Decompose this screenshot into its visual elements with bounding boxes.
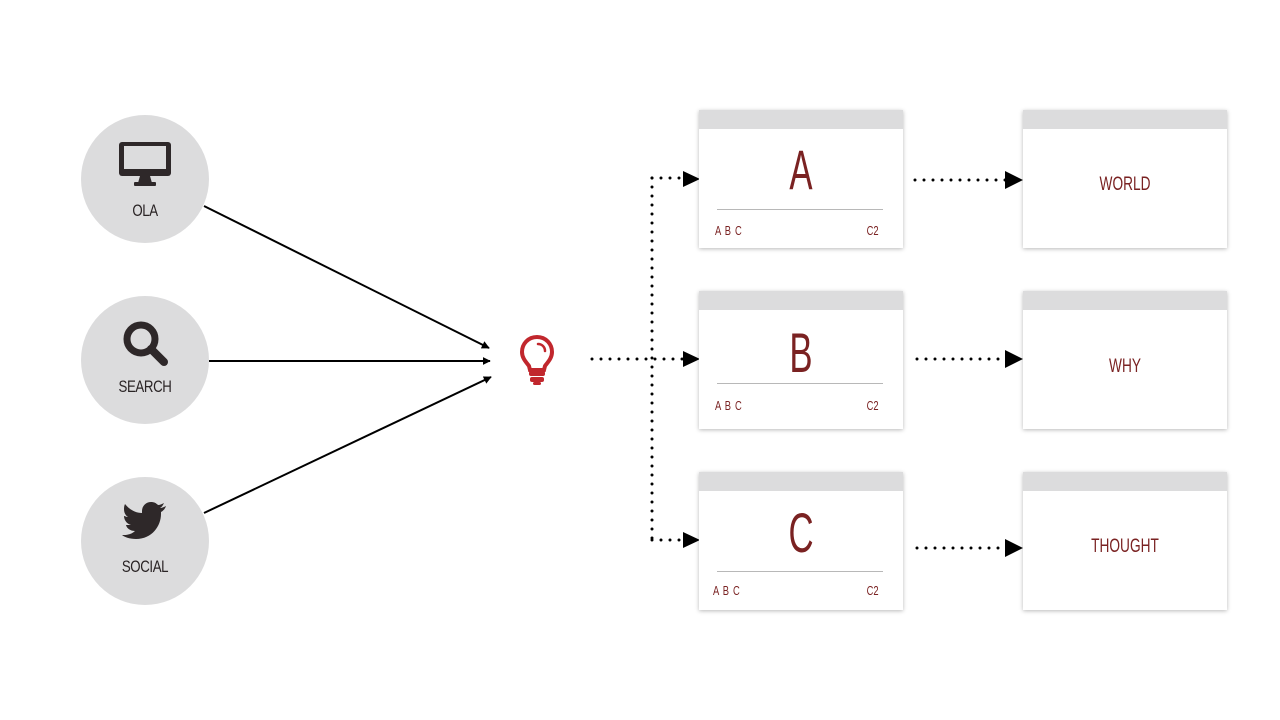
card-divider [717,383,883,384]
card-meta-right: C2 [867,583,879,598]
result-label-thought: THOUGHT [1091,536,1159,557]
card-divider [717,209,883,210]
card-topbar [1023,472,1227,491]
card-topbar [699,291,903,310]
card-topbar [699,110,903,129]
arrowhead-card-b [683,351,700,367]
card-letter: C [788,501,814,564]
arrowhead-result-world [1005,171,1023,189]
result-label-why: WHY [1109,356,1141,377]
card-meta-left: A B C [715,398,743,413]
source-search: SEARCH [81,296,209,424]
result-label-world: WORLD [1099,174,1151,195]
arrowhead-result-thought [1005,539,1023,557]
arrowhead-result-why [1005,350,1023,368]
result-why: WHY [1023,291,1227,429]
card-meta-left: A B C [713,583,741,598]
result-thought: THOUGHT [1023,472,1227,610]
arrowhead-card-a [683,171,700,187]
card-b: B A B C C2 [699,291,903,429]
source-social: SOCIAL [81,477,209,605]
monitor-icon [119,142,171,186]
source-label-ola: OLA [132,201,158,220]
card-c: C A B C C2 [699,472,903,610]
bird-icon [122,502,166,539]
card-letter: B [789,321,813,384]
card-meta-right: C2 [867,223,879,238]
card-topbar [699,472,903,491]
source-label-social: SOCIAL [121,557,169,576]
result-world: WORLD [1023,110,1227,248]
lightbulb-icon [519,334,555,385]
card-divider [717,571,883,572]
arrowhead-card-c [683,532,700,548]
arrow-social-to-hub [203,376,492,514]
card-letter: A [789,138,813,201]
source-ola: OLA [81,115,209,243]
magnifier-icon [123,321,168,366]
card-meta-left: A B C [715,223,743,238]
arrow-ola-to-hub [203,205,490,349]
card-topbar [1023,110,1227,129]
card-a: A A B C C2 [699,110,903,248]
card-topbar [1023,291,1227,310]
source-label-search: SEARCH [118,377,172,396]
card-meta-right: C2 [867,398,879,413]
